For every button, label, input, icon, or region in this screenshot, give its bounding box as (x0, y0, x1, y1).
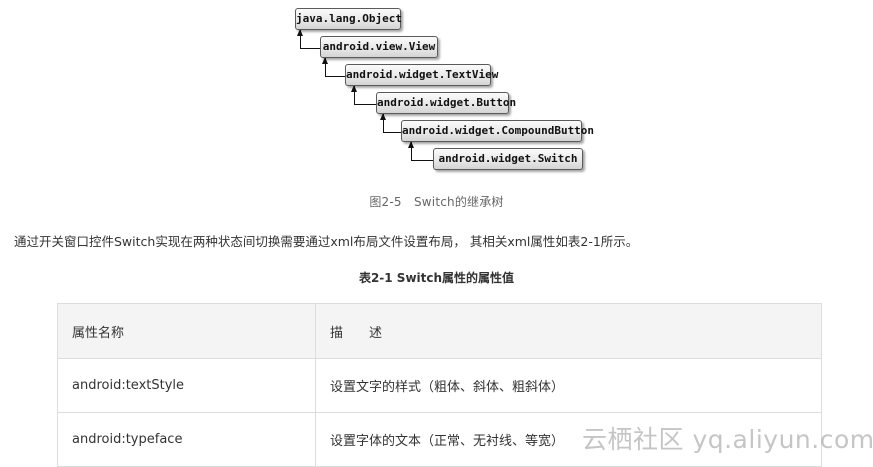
class-node-compoundbutton: android.widget.CompoundButton (401, 120, 594, 142)
inheritance-arrow (380, 113, 401, 133)
class-node-switch: android.widget.Switch (433, 148, 583, 170)
inheritance-arrow (408, 141, 433, 161)
attribute-name-cell: android:typeface (57, 412, 316, 467)
body-paragraph: 通过开关窗口控件Switch实现在两种状态间切换需要通过xml布局文件设置布局，… (14, 234, 639, 249)
inheritance-arrow (322, 57, 345, 77)
watermark: 云栖社区 yq.aliyun.com (582, 425, 873, 454)
inheritance-arrow (351, 85, 376, 105)
figure-caption: 图2-5 Switch的继承树 (369, 195, 504, 209)
attribute-name-cell: android:textStyle (57, 358, 316, 413)
class-node-object: java.lang.Object (295, 8, 402, 30)
table-title: 表2-1 Switch属性的属性值 (358, 271, 515, 285)
attribute-description-cell: 设置文字的样式（粗体、斜体、粗斜体） (315, 358, 822, 413)
header-description: 描 述 (315, 303, 822, 359)
attribute-description-cell: 设置字体的文本（正常、无衬线、等宽） (315, 412, 822, 467)
class-node-view: android.view.View (320, 36, 438, 58)
table-row: android:typeface 设置字体的文本（正常、无衬线、等宽） (57, 412, 822, 467)
inheritance-arrow (297, 29, 320, 49)
class-node-textview: android.widget.TextView (345, 64, 498, 86)
class-node-button: android.widget.Button (376, 92, 516, 114)
attribute-table: 属性名称 描 述 android:textStyle 设置文字的样式（粗体、斜体… (57, 303, 822, 467)
header-attribute-name: 属性名称 (57, 303, 316, 359)
inheritance-diagram: java.lang.Object android.view.View andro… (0, 0, 873, 185)
table-header-row: 属性名称 描 述 (57, 303, 822, 359)
table-row: android:textStyle 设置文字的样式（粗体、斜体、粗斜体） (57, 358, 822, 413)
